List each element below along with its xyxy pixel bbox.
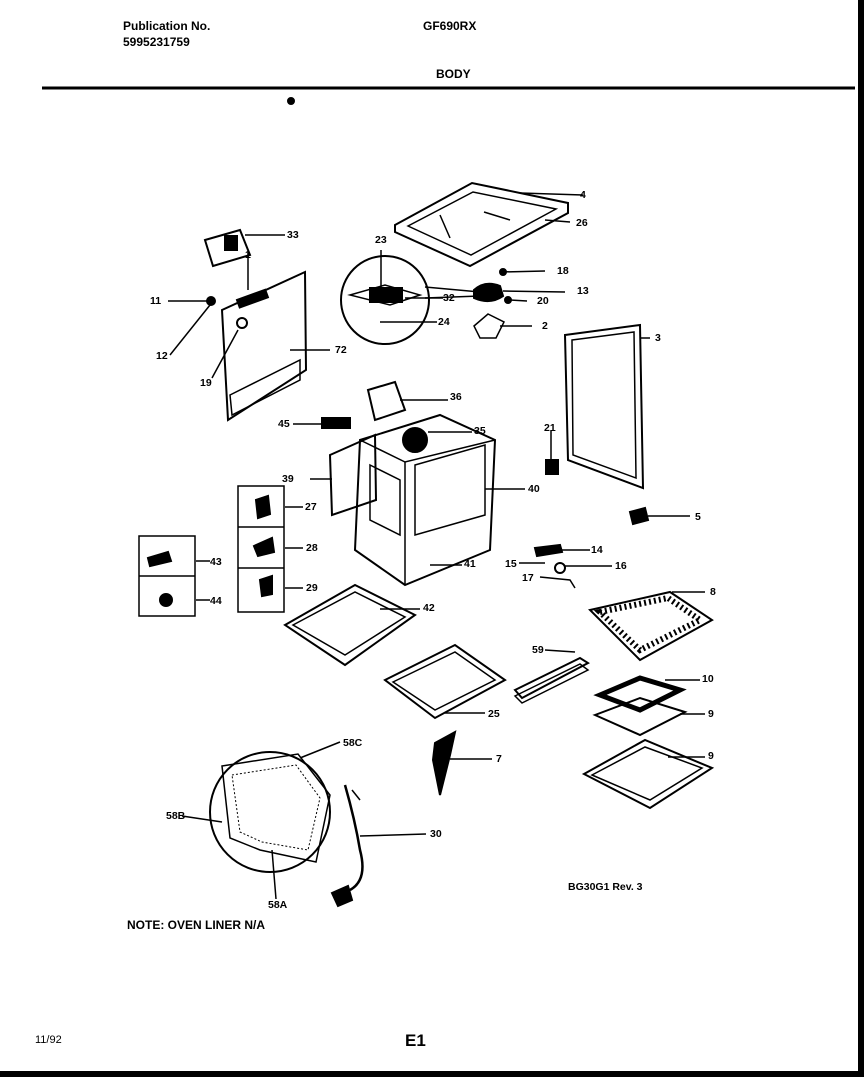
callout-3: 3 — [655, 332, 661, 344]
callout-5: 5 — [695, 511, 701, 523]
callout-30: 30 — [430, 828, 442, 840]
callout-11: 11 — [150, 295, 162, 307]
broiler-drawer — [581, 738, 715, 810]
callout-16: 16 — [615, 560, 627, 572]
publication-number: 5995231759 — [123, 35, 190, 49]
hinge-parts — [519, 543, 612, 589]
speck — [287, 97, 295, 105]
callout-45: 45 — [278, 418, 290, 430]
oven-body — [293, 380, 525, 587]
callout-2: 2 — [542, 320, 548, 332]
callout-42: 42 — [423, 602, 435, 614]
power-cord — [330, 784, 427, 908]
callout-44: 44 — [210, 595, 222, 607]
callout-32: 32 — [443, 292, 455, 304]
bracket — [431, 730, 492, 796]
detail-circle-burner — [340, 250, 481, 345]
callout-15: 15 — [505, 558, 517, 570]
callout-41: 41 — [464, 558, 476, 570]
callout-19: 19 — [200, 377, 212, 389]
detail-circle-insulation — [181, 741, 341, 900]
callout-7: 7 — [496, 753, 502, 765]
date-code: 11/92 — [35, 1034, 62, 1046]
callout-12: 12 — [156, 350, 168, 362]
callout-58a: 58A — [268, 899, 288, 911]
callout-18a: 18 — [557, 265, 569, 277]
cooktop — [394, 181, 584, 268]
callout-25: 25 — [488, 708, 500, 720]
callout-28: 28 — [306, 542, 318, 554]
kick-panel — [513, 649, 591, 704]
boxed-parts-pair — [138, 535, 210, 617]
model-number: GF690RX — [423, 19, 477, 33]
callout-35: 35 — [474, 425, 486, 437]
callout-14: 14 — [591, 544, 603, 556]
back-panel — [168, 228, 330, 422]
callout-43: 43 — [210, 556, 222, 568]
callout-58c: 58C — [343, 737, 363, 749]
callout-27: 27 — [305, 501, 317, 513]
callout-58b: 58B — [166, 810, 186, 822]
callout-26: 26 — [576, 217, 588, 229]
bottom-panel — [283, 583, 420, 667]
broiler-pan — [592, 675, 705, 737]
callout-72: 72 — [335, 344, 347, 356]
callout-9-broiler-pan: 9 — [708, 708, 714, 720]
callout-29: 29 — [306, 582, 318, 594]
callout-17: 17 — [522, 572, 534, 584]
callout-9-broiler-drawer: 9 — [708, 750, 714, 762]
callout-33: 33 — [287, 229, 299, 241]
page-number: E1 — [405, 1031, 426, 1050]
oven-rack — [588, 590, 714, 662]
callout-36: 36 — [450, 391, 462, 403]
callout-59: 59 — [532, 644, 544, 656]
callout-40: 40 — [528, 483, 540, 495]
callout-8: 8 — [710, 586, 716, 598]
callout-23: 23 — [375, 234, 387, 246]
drawing-reference: BG30G1 Rev. 3 — [568, 881, 643, 893]
side-panel — [545, 323, 690, 526]
callout-1: 1 — [245, 249, 251, 261]
callout-21: 21 — [544, 422, 556, 434]
section-title: BODY — [436, 67, 471, 81]
callout-13: 13 — [577, 285, 589, 297]
boxed-parts-column — [237, 485, 303, 613]
broiler-panel — [383, 643, 507, 720]
callout-20: 20 — [537, 295, 549, 307]
valve-parts — [473, 268, 566, 339]
callout-10: 10 — [702, 673, 714, 685]
callout-39: 39 — [282, 473, 294, 485]
callout-24: 24 — [438, 316, 450, 328]
publication-label: Publication No. — [123, 19, 211, 33]
callout-4: 4 — [580, 189, 586, 201]
oven-liner-note: NOTE: OVEN LINER N/A — [127, 918, 266, 932]
